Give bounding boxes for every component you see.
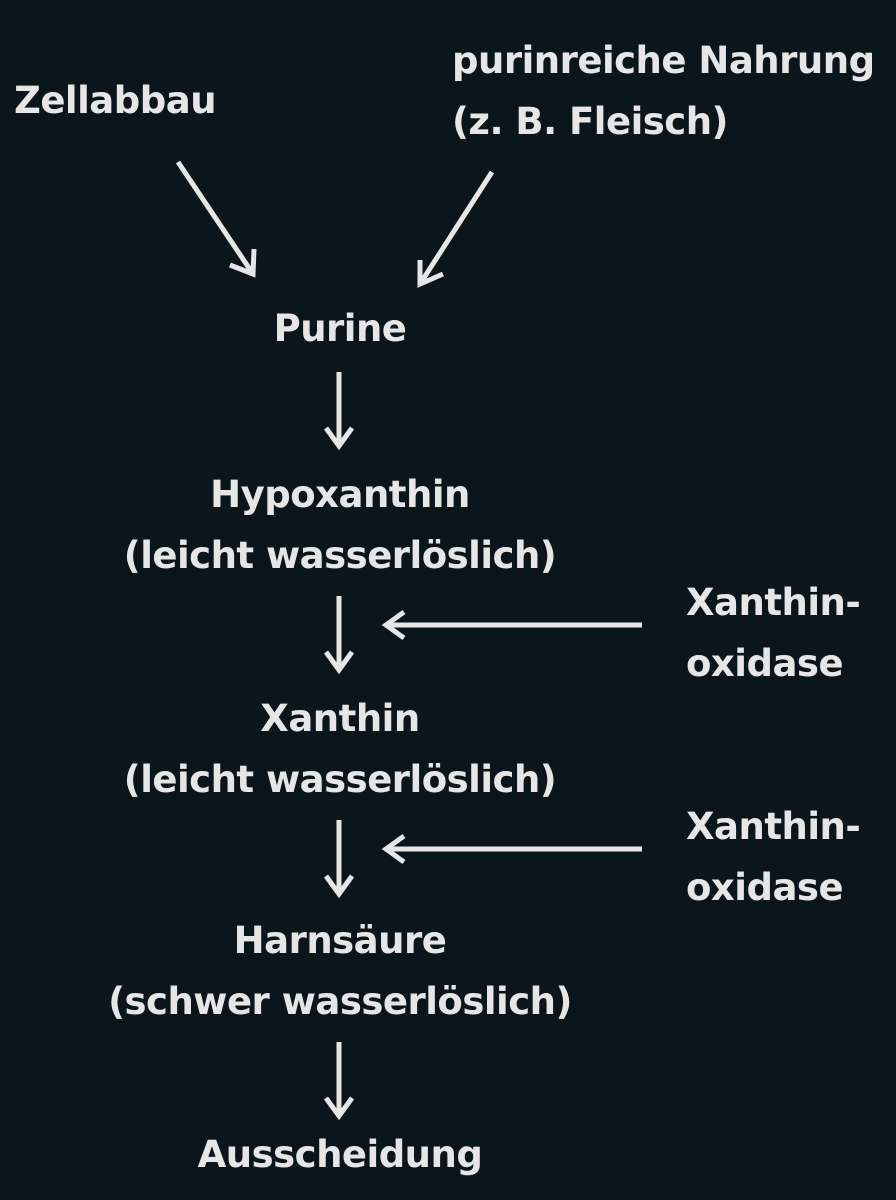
- step-xanthine: Xanthin (leicht wasserlöslich): [0, 688, 680, 810]
- step-purine: Purine: [0, 298, 680, 359]
- enzyme-xanthine-oxidase-2: Xanthin- oxidase: [686, 796, 861, 918]
- step-xanthine-note: (leicht wasserlöslich): [123, 758, 557, 801]
- source-purine-food: purinreiche Nahrung (z. B. Fleisch): [452, 30, 875, 152]
- source-cell-breakdown: Zellabbau: [14, 70, 217, 131]
- step-purine-label: Purine: [273, 307, 407, 350]
- enzyme-2-line2: oxidase: [686, 866, 844, 909]
- step-uric-acid-note: (schwer wasserlöslich): [108, 980, 572, 1023]
- step-hypoxanthine-note: (leicht wasserlöslich): [123, 534, 557, 577]
- step-hypoxanthine: Hypoxanthin (leicht wasserlöslich): [0, 464, 680, 586]
- arrow-cell-breakdown-to-purine: [175, 160, 257, 278]
- source-cell-breakdown-label: Zellabbau: [14, 79, 217, 122]
- enzyme-2-line1: Xanthin-: [686, 805, 861, 848]
- step-xanthine-label: Xanthin: [260, 697, 420, 740]
- arrow-enzyme-1: [381, 609, 642, 641]
- enzyme-xanthine-oxidase-1: Xanthin- oxidase: [686, 572, 861, 694]
- enzyme-1-line2: oxidase: [686, 642, 844, 685]
- source-purine-food-note: (z. B. Fleisch): [452, 100, 728, 143]
- step-excretion-label: Ausscheidung: [197, 1133, 483, 1176]
- arrow-uric-acid-to-excretion: [323, 1042, 355, 1121]
- step-hypoxanthine-label: Hypoxanthin: [210, 473, 470, 516]
- arrow-hypoxanthine-to-xanthine: [323, 596, 355, 675]
- arrow-purine-to-hypoxanthine: [323, 372, 355, 451]
- source-purine-food-label: purinreiche Nahrung: [452, 39, 875, 82]
- arrow-xanthine-to-uric-acid: [323, 820, 355, 899]
- arrow-enzyme-2: [381, 833, 642, 865]
- enzyme-1-line1: Xanthin-: [686, 581, 861, 624]
- step-uric-acid-label: Harnsäure: [233, 919, 447, 962]
- arrow-food-to-purine: [417, 170, 495, 288]
- step-excretion: Ausscheidung: [0, 1124, 680, 1185]
- step-uric-acid: Harnsäure (schwer wasserlöslich): [0, 910, 680, 1032]
